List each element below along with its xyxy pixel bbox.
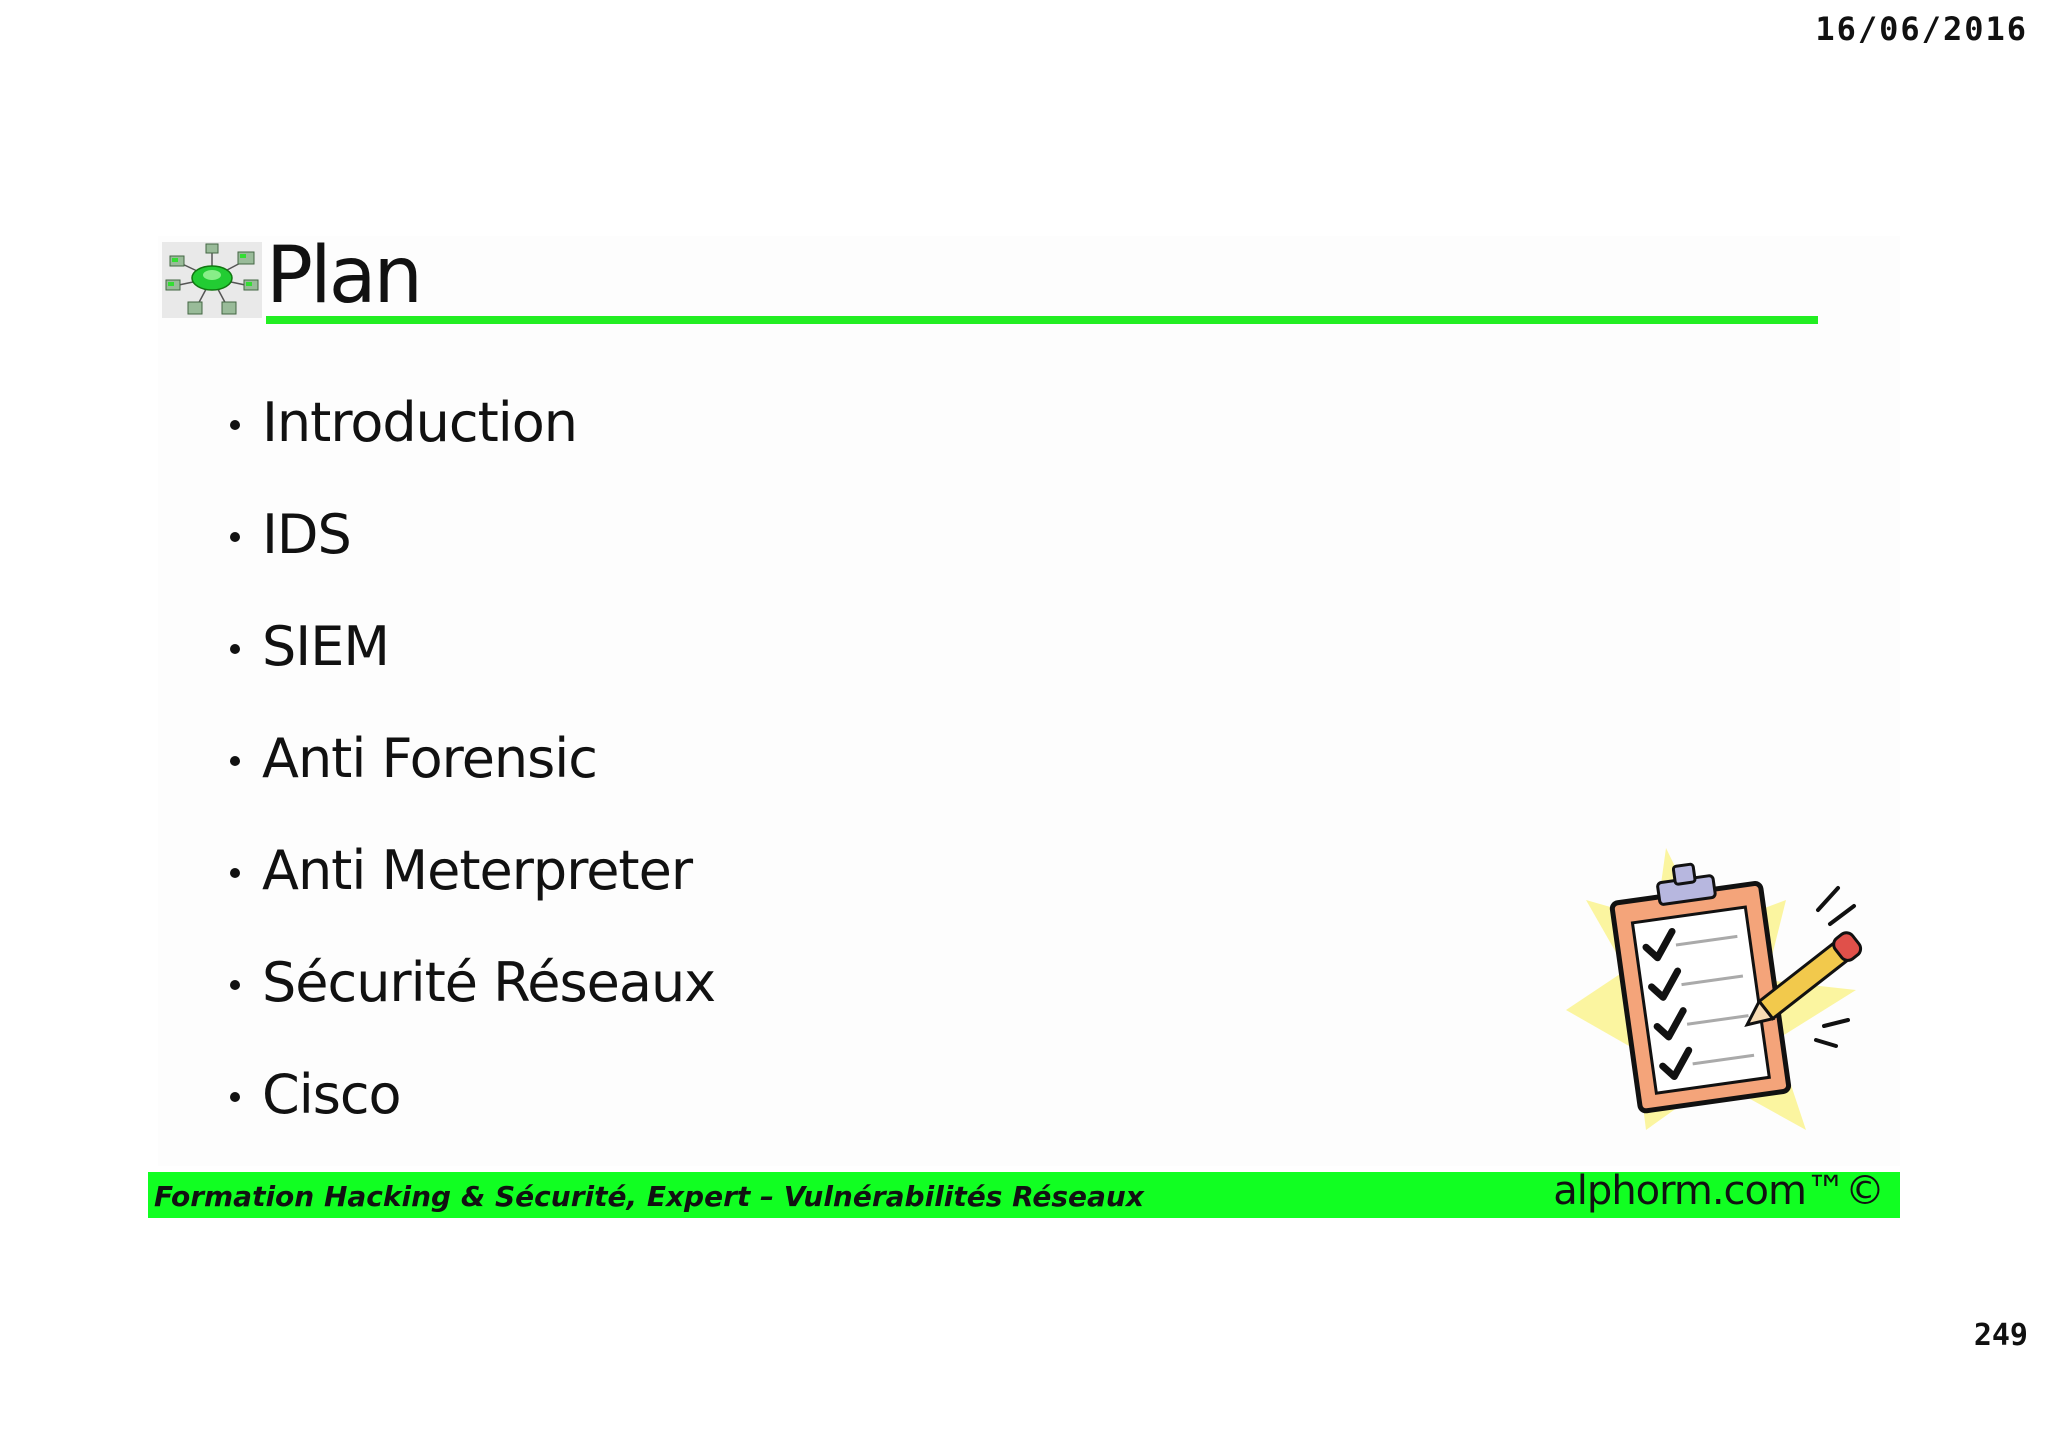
list-item-label: Introduction [262,390,578,454]
page-date: 16/06/2016 [1815,10,2028,48]
list-item-label: SIEM [262,614,390,678]
list-item-label: IDS [262,502,352,566]
bullet-icon [230,644,240,654]
list-item: IDS [230,478,715,590]
title-underline [266,316,1818,324]
bullet-icon [230,756,240,766]
course-title: Formation Hacking & Sécurité, Expert – V… [154,1180,1144,1213]
list-item: Anti Forensic [230,702,715,814]
list-item-label: Anti Meterpreter [262,838,693,902]
list-item: Introduction [230,366,715,478]
list-item: Sécurité Réseaux [230,926,716,1038]
list-item: SIEM [230,590,715,702]
list-item: Cisco [230,1038,715,1150]
brand-name: alphorm.com™© [1553,1168,1885,1214]
bullet-icon [230,868,240,878]
list-item-label: Cisco [262,1062,402,1126]
bullet-icon [230,420,240,430]
bullet-icon [230,980,240,990]
bullet-icon [230,532,240,542]
footer-bar: Formation Hacking & Sécurité, Expert – V… [148,1168,1900,1218]
slide: Plan Introduction IDS SIEM Anti Forensic… [148,231,1900,1236]
list-item: Anti Meterpreter [230,814,715,926]
slide-title: Plan [266,231,423,321]
clipboard-checklist-icon [1566,848,1863,1130]
network-globe-icon [162,242,262,318]
page-number: 249 [1973,1318,2028,1353]
list-item-label: Sécurité Réseaux [262,950,716,1014]
list-item-label: Anti Forensic [262,726,598,790]
bullet-icon [230,1092,240,1102]
agenda-list: Introduction IDS SIEM Anti Forensic Anti… [230,366,716,1150]
